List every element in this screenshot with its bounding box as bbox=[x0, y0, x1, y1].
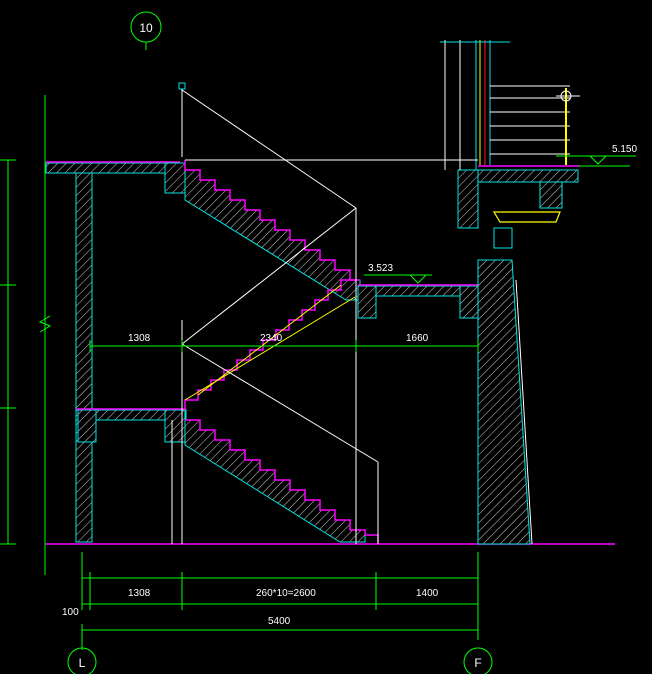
upper-column bbox=[440, 40, 510, 170]
grid-label-left: L bbox=[79, 656, 86, 670]
elevation-marker-mid bbox=[364, 274, 432, 284]
dim-upper-left: 1308 bbox=[128, 333, 151, 344]
upper-flight bbox=[184, 160, 361, 301]
left-dimension-chain bbox=[0, 95, 52, 575]
grid-label-top: 10 bbox=[139, 21, 153, 35]
dim-total: 5400 bbox=[268, 616, 291, 627]
lower-landing bbox=[75, 408, 187, 443]
dim-offset: 100 bbox=[62, 607, 79, 618]
handrail-lines bbox=[171, 82, 478, 544]
upper-dimension bbox=[89, 340, 479, 352]
grid-label-right: F bbox=[474, 656, 481, 670]
right-wall bbox=[457, 165, 580, 545]
elevation-label-top: 5.150 bbox=[612, 144, 637, 155]
elevation-marker-top bbox=[556, 155, 636, 167]
middle-flight bbox=[184, 279, 356, 410]
grid-bubble-top bbox=[130, 11, 162, 50]
lower-dimension bbox=[81, 552, 479, 650]
dim-upper-mid: 2340 bbox=[260, 333, 283, 344]
grid-bubble-right bbox=[463, 647, 493, 674]
grid-bubble-left bbox=[67, 640, 97, 674]
dim-lower-left: 1308 bbox=[128, 588, 151, 599]
lower-flight bbox=[184, 419, 379, 544]
balcony-railing bbox=[490, 85, 580, 165]
dim-lower-mid: 260*10=2600 bbox=[256, 588, 316, 599]
dim-lower-right: 1400 bbox=[416, 588, 439, 599]
left-wall bbox=[75, 171, 93, 543]
dim-upper-right: 1660 bbox=[406, 333, 429, 344]
top-slab bbox=[45, 161, 186, 194]
mid-landing bbox=[357, 284, 479, 319]
elevation-label-mid: 3.523 bbox=[368, 263, 393, 274]
